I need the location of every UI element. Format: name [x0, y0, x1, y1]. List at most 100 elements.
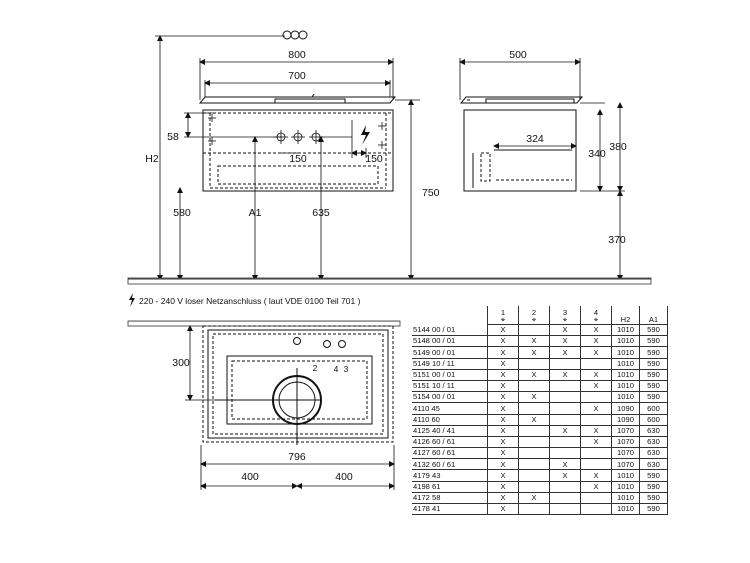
dimension-796 — [200, 445, 395, 490]
cell-c2 — [518, 458, 550, 471]
cell-c2: X — [518, 391, 550, 404]
cell-c4: X — [580, 324, 612, 337]
cell-h2: 1010 — [611, 324, 640, 337]
dimension-side — [459, 58, 625, 281]
header-3-label: 3 — [562, 307, 568, 317]
header-code — [412, 306, 488, 325]
cell-c1: X — [487, 324, 519, 337]
dim-370-label: 370 — [608, 234, 626, 246]
cell-c1: X — [487, 414, 519, 426]
header-4-label: 4 — [593, 307, 599, 317]
faucet-hole-icon: ⌖ — [562, 315, 568, 325]
front-view — [198, 93, 397, 192]
cell-c3: X — [549, 458, 581, 471]
cell-a1: 630 — [639, 458, 668, 471]
cell-c3 — [549, 503, 581, 516]
label-3: 3 — [344, 364, 349, 374]
cell-h2: 1010 — [611, 469, 640, 482]
header-col-2: 2⌖ — [518, 306, 550, 325]
cell-a1: 590 — [639, 481, 668, 493]
faucet-symbol-icon — [282, 30, 308, 40]
cell-h2: 1010 — [611, 391, 640, 404]
wall-line — [127, 320, 401, 327]
cell-h2: 1070 — [611, 436, 640, 449]
cell-c2 — [518, 324, 550, 337]
cell-code: 5151 00 / 01 — [412, 369, 488, 381]
cell-code: 5149 10 / 11 — [412, 358, 488, 370]
cell-c2 — [518, 425, 550, 437]
floor-line — [127, 277, 652, 285]
cell-c1: X — [487, 469, 519, 482]
cell-c3: X — [549, 425, 581, 437]
power-bolt-icon — [129, 293, 135, 307]
cell-c2 — [518, 481, 550, 493]
cell-code: 4198 61 — [412, 481, 488, 493]
cell-c1: X — [487, 436, 519, 449]
dim-700-label: 700 — [288, 70, 306, 82]
cell-c3: X — [549, 335, 581, 348]
cell-c4: X — [580, 335, 612, 348]
cell-h2: 1010 — [611, 358, 640, 370]
cell-c1: X — [487, 380, 519, 393]
cell-a1: 590 — [639, 391, 668, 404]
cell-c3: X — [549, 469, 581, 482]
cell-c2: X — [518, 492, 550, 505]
cell-c1: X — [487, 492, 519, 505]
side-view — [459, 96, 584, 192]
cell-c2: X — [518, 369, 550, 381]
dim-750-label: 750 — [422, 187, 440, 199]
cell-h2: 1010 — [611, 380, 640, 393]
power-connection-note: 220 - 240 V loser Netzanschluss ( laut V… — [139, 296, 361, 306]
cell-c4: X — [580, 346, 612, 359]
dim-635-label: 635 — [312, 207, 330, 219]
dimension-800-700 — [199, 58, 394, 100]
cell-c4 — [580, 503, 612, 516]
cell-h2: 1010 — [611, 346, 640, 359]
cell-code: 5149 00 / 01 — [412, 346, 488, 359]
cell-c1: X — [487, 425, 519, 437]
dim-500-label: 500 — [509, 49, 527, 61]
dimension-h2 — [155, 35, 285, 281]
cell-c3 — [549, 391, 581, 404]
cell-c2 — [518, 380, 550, 393]
cell-c3 — [549, 414, 581, 426]
cell-code: 4178 41 — [412, 503, 488, 516]
cell-a1: 590 — [639, 503, 668, 516]
hole-markers — [208, 114, 386, 149]
cell-code: 5154 00 / 01 — [412, 391, 488, 404]
cell-a1: 600 — [639, 414, 668, 426]
cell-code: 4110 45 — [412, 402, 488, 415]
cell-code: 4126 60 / 61 — [412, 436, 488, 449]
cell-h2: 1010 — [611, 503, 640, 516]
cell-c1: X — [487, 481, 519, 493]
cell-h2: 1070 — [611, 425, 640, 437]
dim-400b-label: 400 — [335, 471, 353, 483]
cell-a1: 590 — [639, 346, 668, 359]
cell-code: 5151 10 / 11 — [412, 380, 488, 393]
cell-c3 — [549, 402, 581, 415]
cell-c4 — [580, 492, 612, 505]
cell-a1: 590 — [639, 492, 668, 505]
cell-c2 — [518, 358, 550, 370]
header-col-1: 1⌖ — [487, 306, 519, 325]
dimension-750 — [395, 99, 420, 281]
faucet-hole-icon: ⌖ — [593, 315, 599, 325]
label-2: 2 — [313, 363, 318, 373]
cell-h2: 1010 — [611, 481, 640, 493]
dim-300-label: 300 — [172, 357, 190, 369]
cell-c4: X — [580, 436, 612, 449]
cell-c4: X — [580, 481, 612, 493]
cell-code: 4125 40 / 41 — [412, 425, 488, 437]
cell-c3 — [549, 481, 581, 493]
cell-code: 4179 43 — [412, 469, 488, 482]
cell-c4: X — [580, 469, 612, 482]
cell-c1: X — [487, 458, 519, 471]
cell-c3: X — [549, 369, 581, 381]
cell-a1: 590 — [639, 335, 668, 348]
